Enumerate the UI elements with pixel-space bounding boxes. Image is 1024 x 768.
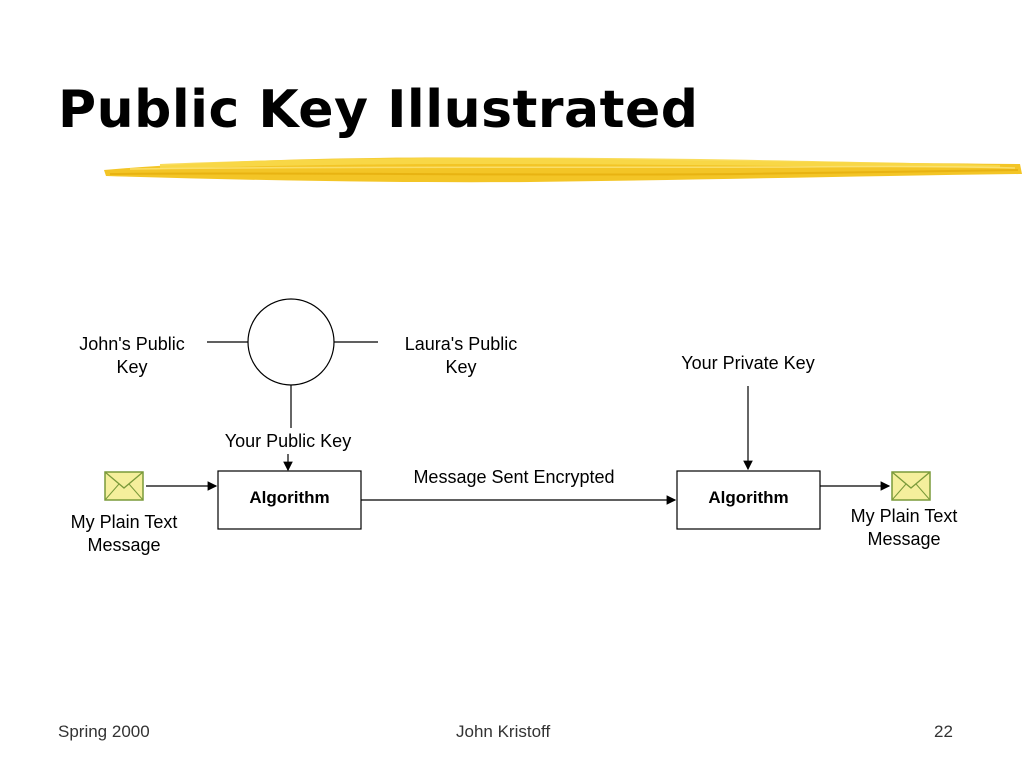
key-ring-circle xyxy=(247,298,335,386)
algorithm-label-left: Algorithm xyxy=(249,488,330,507)
message-sent-label: Message Sent Encrypted xyxy=(413,467,615,487)
plain-text-right-line1: My Plain Text xyxy=(850,506,958,526)
footer-date: Spring 2000 xyxy=(58,722,150,741)
plain-text-left-line1: My Plain Text xyxy=(70,512,178,532)
algorithm-label-right: Algorithm xyxy=(708,488,789,507)
plain-text-label-left: My Plain Text Message xyxy=(56,511,192,557)
slide-number: 22 xyxy=(934,722,953,741)
envelope-icon xyxy=(891,471,931,501)
algorithm-box-right xyxy=(676,470,821,530)
plain-text-label-right: My Plain Text Message xyxy=(836,505,972,551)
your-private-key-label: Your Private Key xyxy=(681,353,815,373)
plain-text-right-line2: Message xyxy=(867,529,941,549)
your-public-key-label: Your Public Key xyxy=(224,431,352,451)
algorithm-box-left xyxy=(217,470,362,530)
plain-text-left-line2: Message xyxy=(87,535,161,555)
lauras-public-key-label: Laura's Public Key xyxy=(390,333,532,379)
johns-public-key-line2: Key xyxy=(116,357,148,377)
johns-public-key-label: John's Public Key xyxy=(62,333,202,379)
johns-public-key-line1: John's Public xyxy=(79,334,185,354)
envelope-icon xyxy=(104,471,144,501)
title-underline-stroke xyxy=(104,157,1022,183)
footer-author: John Kristoff xyxy=(456,722,551,741)
lauras-public-key-line2: Key xyxy=(445,357,477,377)
slide-title: Public Key Illustrated xyxy=(58,80,699,140)
lauras-public-key-line1: Laura's Public xyxy=(404,334,518,354)
